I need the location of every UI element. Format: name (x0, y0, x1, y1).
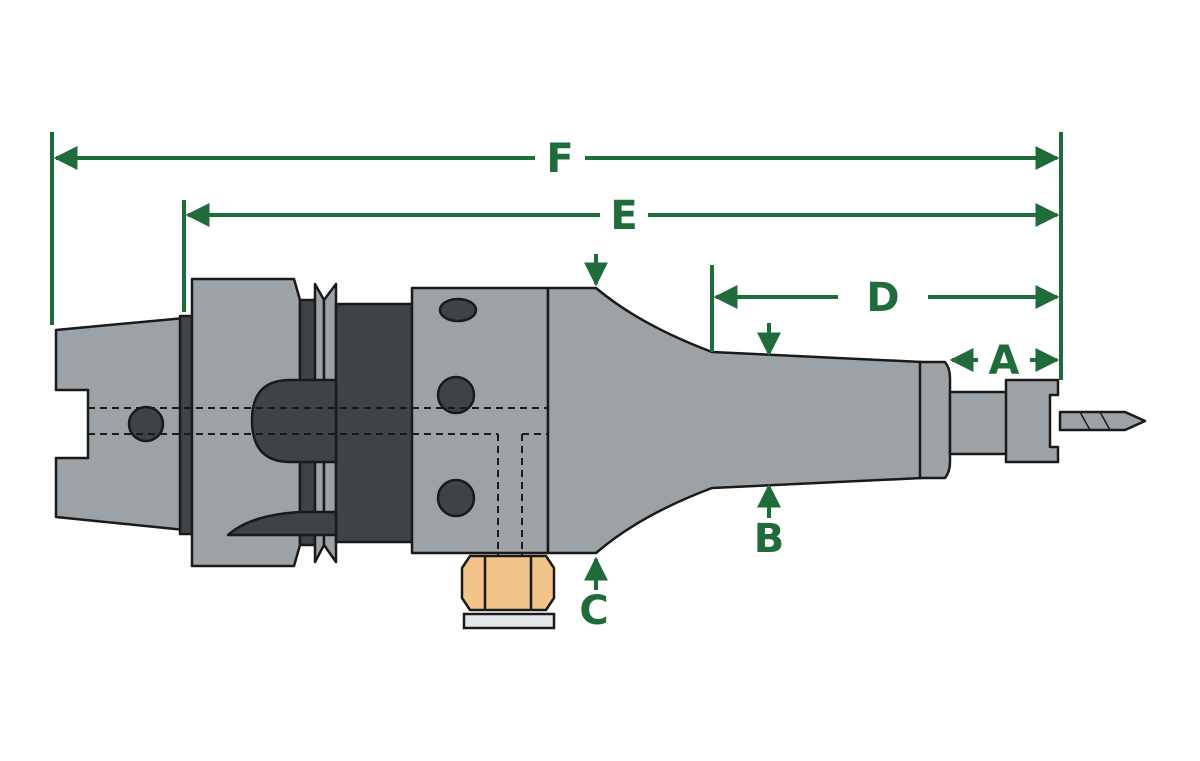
collet-nut (1004, 378, 1060, 464)
block-hole-lower (436, 478, 476, 518)
flange-cutout (226, 510, 338, 537)
coolant-block (410, 286, 550, 555)
coolant-fitting (460, 554, 556, 630)
dim-label-e: E (610, 193, 637, 239)
dim-label-f: F (546, 136, 573, 182)
end-cap (918, 360, 952, 480)
shank-hole (127, 405, 165, 443)
flange-collar (178, 314, 194, 536)
hex-nut (460, 554, 556, 612)
drill-bit (1058, 410, 1147, 432)
coolant-channel (88, 407, 548, 555)
spindle-housing (546, 286, 924, 555)
block-hole-upper (436, 375, 476, 415)
dark-body (334, 302, 416, 544)
dim-label-b: B (754, 516, 785, 562)
dimension-lines (50, 132, 1063, 590)
dim-label-d: D (866, 275, 899, 321)
block-hole-top (438, 297, 478, 323)
dim-label-c: C (579, 588, 608, 634)
taper-shank (54, 316, 187, 532)
tool-holder (54, 277, 1147, 568)
dim-label-a: A (989, 338, 1020, 384)
holes (127, 297, 478, 518)
washer (462, 612, 556, 630)
inner-bore (250, 378, 338, 464)
nose-shaft (948, 390, 1012, 456)
